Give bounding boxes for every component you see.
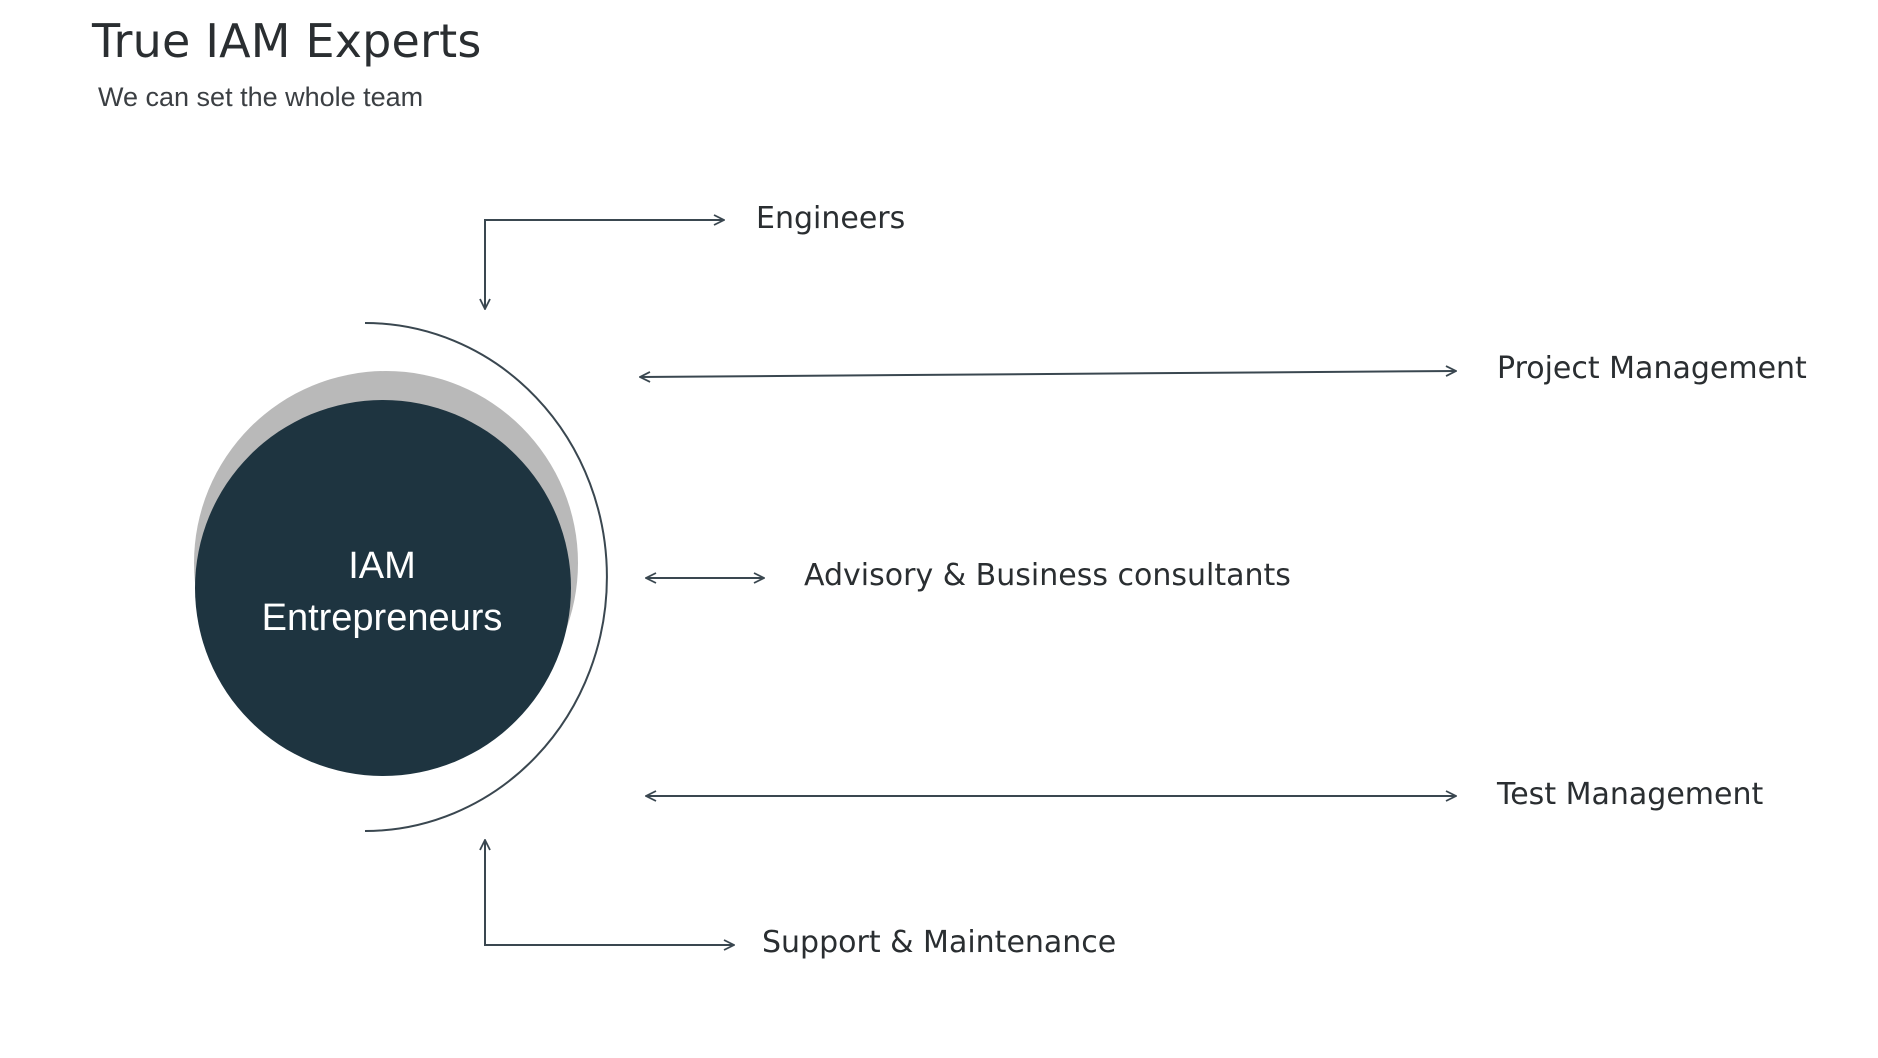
center-label: IAM Entrepreneurs bbox=[196, 540, 568, 644]
page-title: True IAM Experts bbox=[92, 14, 482, 68]
page-subtitle: We can set the whole team bbox=[98, 82, 424, 112]
label-support: Support & Maintenance bbox=[762, 925, 1117, 960]
label-test-management: Test Management bbox=[1497, 777, 1764, 812]
project-management-arrow bbox=[640, 371, 1456, 377]
center-circle bbox=[195, 400, 571, 776]
label-engineers: Engineers bbox=[756, 201, 906, 236]
label-project-management: Project Management bbox=[1497, 351, 1807, 386]
engineers-connector bbox=[485, 220, 724, 309]
label-advisory: Advisory & Business consultants bbox=[804, 558, 1291, 593]
center-label-line2: Entrepreneurs bbox=[261, 597, 503, 639]
support-connector bbox=[485, 840, 734, 945]
outer-arc bbox=[364, 322, 608, 832]
center-label-line1: IAM bbox=[348, 545, 416, 587]
